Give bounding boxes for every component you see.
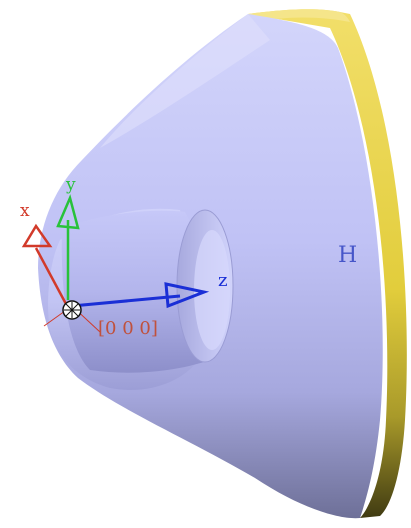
origin-label: [0 0 0]	[98, 318, 158, 339]
x-axis-label: x	[20, 201, 30, 221]
x-axis	[34, 247, 68, 305]
y-axis-arrowhead	[56, 194, 80, 230]
side-label: H	[338, 243, 357, 268]
x-axis-arrowhead	[21, 223, 53, 248]
axis-triad: z y x [0 0 0]	[20, 175, 227, 339]
z-axis	[71, 294, 181, 308]
z-axis-label: z	[218, 270, 227, 291]
inner-cylinder	[61, 209, 234, 373]
z-axis-arrowhead	[164, 282, 210, 309]
y-axis-label: y	[65, 175, 76, 195]
